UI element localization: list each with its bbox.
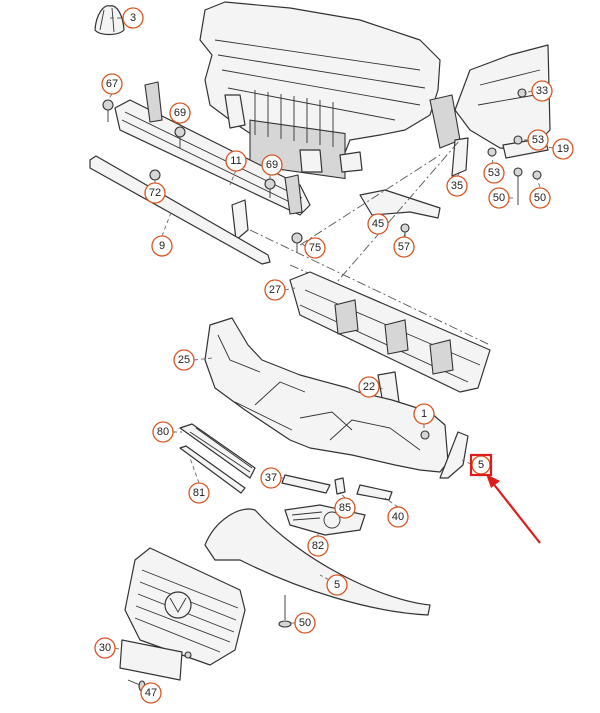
callout-1: 1 (413, 403, 435, 425)
callout-9: 9 (151, 235, 173, 257)
part-81-grille-strip (179, 445, 246, 494)
part-5-lower-spoiler (204, 508, 431, 616)
part-30-license-bracket (119, 639, 192, 681)
callout-37-label: 37 (265, 472, 277, 484)
callout-69a-label: 69 (174, 107, 186, 119)
callout-3: 3 (122, 7, 144, 29)
callout-30-label: 30 (99, 642, 111, 654)
part-11-bumper-beam (114, 81, 311, 241)
part-3-cap (94, 5, 125, 36)
callout-69b-label: 69 (266, 159, 278, 171)
callout-25: 25 (173, 349, 195, 371)
callout-50c-label: 50 (299, 617, 311, 629)
screw-set-left (102, 99, 303, 252)
callout-27-label: 27 (269, 284, 281, 296)
callout-22: 22 (358, 376, 380, 398)
callout-57-label: 57 (398, 241, 410, 253)
callout-57: 57 (393, 236, 415, 258)
callout-9-label: 9 (159, 240, 165, 252)
highlight-box (469, 453, 493, 477)
callout-80-label: 80 (157, 426, 169, 438)
callout-5a-label: 5 (478, 459, 484, 471)
part-27-energy-absorber (289, 271, 491, 393)
callout-35-label: 35 (451, 180, 463, 192)
callout-81: 81 (188, 482, 210, 504)
callout-5-highlighted: 5 (469, 453, 493, 477)
callout-85: 85 (334, 497, 356, 519)
highlight-arrow (486, 474, 541, 544)
callout-72: 72 (144, 182, 166, 204)
callout-50: 50 (488, 187, 510, 209)
callout-45: 45 (367, 213, 389, 235)
callout-81-label: 81 (193, 487, 205, 499)
callout-5b-label: 5 (334, 579, 340, 591)
callout-82-label: 82 (312, 540, 324, 552)
callout-19-label: 19 (557, 143, 569, 155)
callout-45-label: 45 (372, 218, 384, 230)
part-45-bracket (359, 189, 441, 240)
callout-35: 35 (446, 175, 468, 197)
callout-5: 5 (326, 574, 348, 596)
callout-53a-label: 53 (532, 134, 544, 146)
callout-72-label: 72 (149, 187, 161, 199)
callout-25-label: 25 (178, 354, 190, 366)
callout-47: 47 (140, 682, 162, 704)
callout-50b-label: 50 (534, 192, 546, 204)
radiator-grille (124, 547, 246, 666)
callout-69: 69 (261, 154, 283, 176)
callout-69: 69 (169, 102, 191, 124)
callout-11: 11 (225, 150, 247, 172)
callout-33: 33 (531, 80, 553, 102)
callout-11-label: 11 (230, 155, 241, 167)
callout-50a-label: 50 (493, 192, 505, 204)
fender-bracket-right (429, 44, 551, 205)
callout-40-label: 40 (392, 511, 404, 523)
callout-1-label: 1 (421, 408, 427, 420)
callout-50: 50 (294, 612, 316, 634)
callout-85-label: 85 (339, 502, 351, 514)
part-40-trim (356, 484, 393, 501)
callout-53b-label: 53 (488, 167, 500, 179)
callout-67: 67 (101, 73, 123, 95)
callout-22-label: 22 (363, 381, 375, 393)
callout-27: 27 (264, 279, 286, 301)
callout-53: 53 (527, 129, 549, 151)
callout-47-label: 47 (145, 687, 157, 699)
callout-37: 37 (260, 467, 282, 489)
callout-3-label: 3 (130, 12, 136, 24)
part-85-clip (334, 477, 346, 495)
callout-19: 19 (552, 138, 574, 160)
part-9-strip (89, 155, 271, 265)
callout-30: 30 (94, 637, 116, 659)
callout-75-label: 75 (309, 242, 321, 254)
callout-40: 40 (387, 506, 409, 528)
part-5-side-trim (439, 431, 469, 479)
callout-80: 80 (152, 421, 174, 443)
part-37-trim (281, 474, 331, 494)
callout-33-label: 33 (536, 85, 548, 97)
part-35-bracket (451, 137, 469, 177)
screw-50-lower (278, 595, 292, 628)
part-80-grille-insert (179, 423, 256, 479)
callout-67-label: 67 (106, 78, 118, 90)
callout-82: 82 (307, 535, 329, 557)
callout-50: 50 (529, 187, 551, 209)
callout-53: 53 (483, 162, 505, 184)
callout-75: 75 (304, 237, 326, 259)
